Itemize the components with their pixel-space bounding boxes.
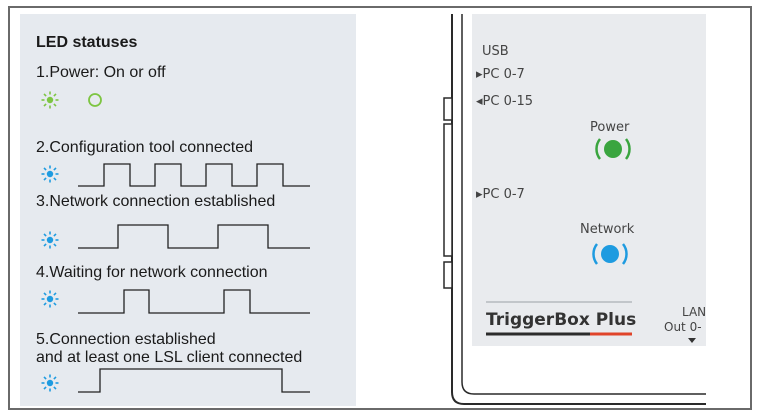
side-button-bottom [443, 261, 453, 289]
led-blue-icon-waiting [41, 290, 59, 308]
waveform-network [78, 224, 310, 249]
legend-item-label-network: 3.Network connection established [36, 193, 276, 210]
legend-item-label-config: 2.Configuration tool connected [36, 139, 254, 156]
lan-arrow-icon [688, 338, 696, 343]
device-outline-outer [451, 14, 706, 405]
power-led-icon [595, 138, 631, 160]
led-blue-icon-lsl [41, 374, 59, 392]
waveform-waiting [78, 289, 310, 314]
legend-item-label-power: 1.Power: On or off [36, 64, 166, 81]
network-led-icon [592, 243, 628, 265]
legend-item-label-waiting: 4.Waiting for network connection [36, 264, 268, 281]
port-out-2-label: ▸PC 0-7 [476, 187, 525, 202]
led-legend-panel: LED statuses 1.Power: On or off 2.Config… [20, 14, 356, 406]
led-on-icon [41, 91, 59, 109]
legend-item-label-lsl-line1: 5.Connection established [36, 331, 216, 348]
network-label: Network [580, 222, 635, 237]
power-label: Power [590, 120, 630, 135]
legend-item-label-lsl-line2: and at least one LSL client connected [36, 349, 303, 366]
brand-label: TriggerBox Plus [486, 310, 637, 330]
legend-title: LED statuses [36, 34, 138, 51]
side-button-top [443, 97, 453, 121]
port-in-label: ◂PC 0-15 [476, 94, 534, 109]
led-off-icon [88, 93, 102, 107]
port-out-label: ▸PC 0-7 [476, 67, 525, 82]
side-button-middle [443, 123, 453, 257]
usb-label: USB [482, 44, 509, 59]
device-front-panel [472, 14, 706, 346]
led-blue-icon-network [41, 231, 59, 249]
led-pattern-graphics [41, 91, 310, 393]
device-outline-inner [461, 14, 706, 395]
waveform-config [78, 163, 310, 187]
lan-label: LAN [682, 305, 707, 319]
out-label: Out 0- [664, 320, 702, 334]
waveform-lsl [78, 368, 310, 393]
led-blue-icon-config [41, 165, 59, 183]
